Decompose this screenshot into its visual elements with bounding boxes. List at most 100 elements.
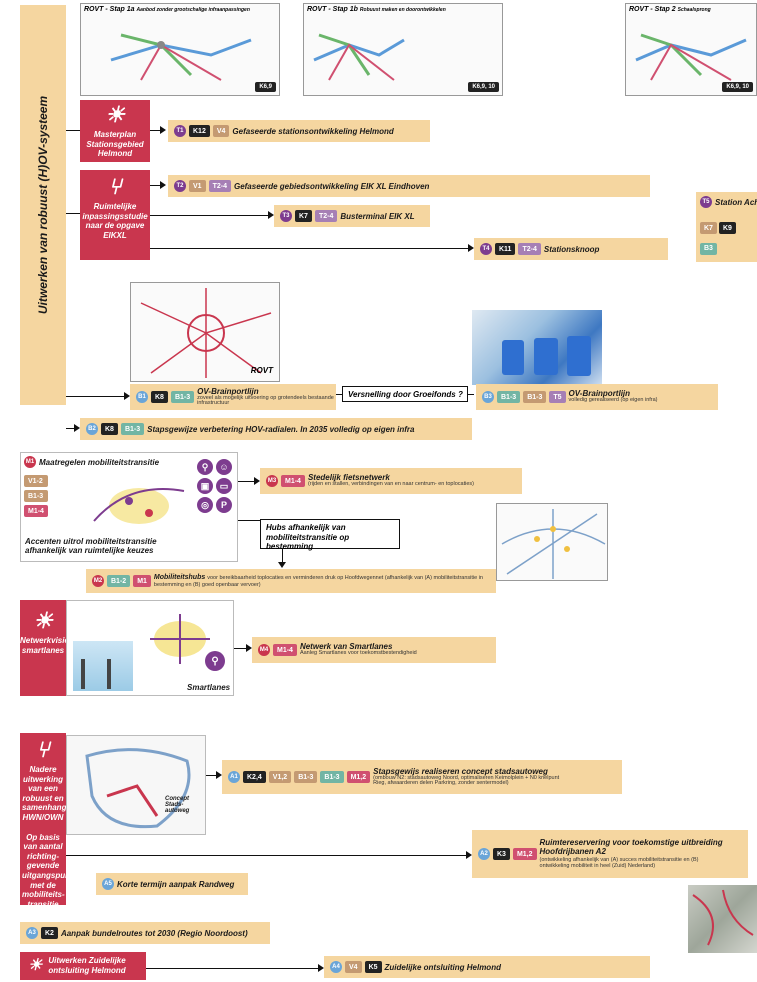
row-t5: T5 Station Ach K7 K9 B3 bbox=[696, 192, 757, 262]
arrow bbox=[254, 477, 260, 485]
rovt-network-map bbox=[140, 288, 272, 378]
rovt-map: ROVT bbox=[130, 282, 280, 382]
thumb-title: ROVT - Stap 1a bbox=[84, 6, 135, 13]
code-badge: T4 bbox=[480, 243, 492, 255]
connector bbox=[234, 648, 248, 649]
thumb-stap-2: ROVT - Stap 2 Schaalsprong K6,9, 10 bbox=[625, 3, 757, 96]
ref-tag: B1-3 bbox=[170, 391, 195, 403]
ref-tag: V1-2 bbox=[24, 475, 48, 487]
code-badge: T3 bbox=[280, 210, 292, 222]
hubs-box: Hubs afhankelijk van mobiliteitstransiti… bbox=[260, 519, 400, 552]
code-badge: M4 bbox=[258, 644, 270, 656]
ref-tag: K3 bbox=[493, 848, 510, 860]
hubs-label: Hubs afhankelijk van mobiliteitstransiti… bbox=[266, 523, 350, 552]
rovt-label: ROVT bbox=[250, 366, 273, 375]
nadere-box: ⑂ Nadere uitwerking van een robuust en s… bbox=[20, 733, 82, 928]
bike-icon: ⚲ bbox=[197, 459, 213, 475]
ref-tag: B1-2 bbox=[107, 575, 131, 587]
smartlanes-image: ⚲ Smartlanes bbox=[66, 600, 234, 696]
arrow bbox=[268, 211, 274, 219]
row-t3: T3 K7 T2-4 Busterminal EIK XL bbox=[274, 205, 430, 227]
connector bbox=[206, 775, 218, 776]
zuid-box: ☀ Uitwerken Zuidelijke ontsluiting Helmo… bbox=[20, 952, 146, 980]
row-text: OV-Brainportlijn bbox=[197, 386, 259, 396]
arrow bbox=[278, 562, 286, 568]
connector bbox=[150, 130, 164, 131]
ref-tag: V1 bbox=[189, 180, 206, 192]
mobility-title: Maatregelen mobiliteitstransitie bbox=[39, 457, 160, 467]
thumb-title: ROVT - Stap 2 bbox=[629, 6, 676, 13]
ref-tag: B1-3 bbox=[294, 771, 318, 783]
ref-tag: K5 bbox=[364, 961, 382, 973]
row-b2: B2 K8 B1-3 Stapsgewijze verbetering HOV-… bbox=[80, 418, 472, 440]
row-subtext: (rijden en stallen, verbindingen van en … bbox=[307, 481, 474, 488]
ref-tag: M1-4 bbox=[24, 505, 48, 517]
connector bbox=[282, 549, 283, 563]
inpassing-box: ⑂ Ruimtelijke inpassingsstudie naar de o… bbox=[80, 170, 150, 260]
ref-tag: V4 bbox=[212, 125, 230, 137]
thumb-stap-1a: ROVT - Stap 1a Aanbod zonder grootschali… bbox=[80, 3, 280, 96]
connector bbox=[238, 520, 260, 521]
row-text: Busterminal EIK XL bbox=[340, 211, 415, 221]
ref-tag: V1,2 bbox=[268, 771, 292, 783]
arrow bbox=[466, 851, 472, 859]
row-m2: M2 B1-2 M1 Mobiliteitshubs voor bereikba… bbox=[86, 569, 496, 593]
row-text: Gefaseerde stationsontwikkeling Helmond bbox=[232, 126, 394, 136]
mobility-map bbox=[93, 488, 185, 524]
code-badge: A3 bbox=[26, 927, 38, 939]
concept-map-drawing bbox=[85, 748, 191, 829]
arrow bbox=[160, 181, 166, 189]
car-icon: ▭ bbox=[216, 478, 232, 494]
row-text: Netwerk van Smartlanes bbox=[299, 642, 393, 652]
ref-tag: B1-3 bbox=[523, 391, 547, 403]
row-text: Ruimtereservering voor toekomstige uitbr… bbox=[539, 838, 723, 856]
thumb-title: ROVT - Stap 1b bbox=[307, 6, 358, 13]
thumb-badge: K6,9, 10 bbox=[468, 82, 499, 92]
netwerkvisie-label: Netwerkvisie smartlanes bbox=[20, 636, 69, 655]
city-map bbox=[496, 503, 608, 581]
nadere-label: Nadere uitwerking van een robuust en sam… bbox=[22, 765, 81, 822]
split-arrow-icon: ⑂ bbox=[108, 174, 122, 199]
versnelling-label: Versnelling door Groeifonds ? bbox=[348, 390, 463, 399]
thumb-subtitle: Robuust maken en doorontwikkelen bbox=[359, 7, 446, 13]
bus-icon: ▣ bbox=[197, 478, 213, 494]
arrow bbox=[468, 244, 474, 252]
netwerkvisie-box: ☀ Netwerkvisie smartlanes bbox=[20, 600, 69, 696]
row-text: Gefaseerde gebiedsontwikkeling EIK XL Ei… bbox=[233, 181, 430, 191]
thumb-stap-1b: ROVT - Stap 1b Robuust maken en doorontw… bbox=[303, 3, 503, 96]
lightbulb-icon: ☀ bbox=[28, 957, 43, 975]
thumb-subtitle: Aanbod zonder grootschalige infraanpassi… bbox=[136, 7, 250, 13]
connector bbox=[66, 396, 126, 397]
concept-map: Concept Stads-autoweg bbox=[66, 735, 206, 835]
row-t1: T1 K12 V4 Gefaseerde stationsontwikkelin… bbox=[168, 120, 430, 142]
side-title: Uitwerken van robuust (H)OV-systeem bbox=[36, 95, 50, 315]
row-text: Zuidelijke ontsluiting Helmond bbox=[384, 962, 501, 972]
ref-tag: T2-4 bbox=[314, 210, 338, 222]
connector bbox=[66, 213, 80, 214]
ref-tag: V4 bbox=[345, 961, 362, 973]
code-badge: T5 bbox=[700, 196, 712, 208]
row-subtext: (ombouw N2: stadsautoweg Noord, optimali… bbox=[373, 774, 560, 786]
split-arrow-icon: ⑂ bbox=[36, 737, 50, 762]
bike-icon: ⚲ bbox=[205, 651, 225, 671]
row-a2: A2 K3 M1,2 Ruimtereservering voor toekom… bbox=[472, 830, 748, 878]
parking-icon: P bbox=[216, 497, 232, 513]
connector bbox=[66, 130, 80, 131]
arrow bbox=[216, 771, 222, 779]
ref-tag: T2-4 bbox=[208, 180, 231, 192]
ref-tag: K7 bbox=[700, 222, 717, 234]
arrow bbox=[160, 126, 166, 134]
masterplan-box: ☀ Masterplan Stationsgebied Helmond bbox=[80, 100, 150, 162]
row-subtext: voor bereikbaarheid toplocaties en vermi… bbox=[153, 574, 483, 588]
lightbulb-icon: ☀ bbox=[105, 102, 125, 127]
nadere-sublabel: Op basis van aantal richting-gevende uit… bbox=[22, 832, 82, 928]
smartlanes-label: Smartlanes bbox=[187, 683, 231, 692]
code-badge: B3 bbox=[482, 391, 494, 403]
row-text: Aanpak bundelroutes tot 2030 (Regio Noor… bbox=[60, 928, 248, 938]
ref-tag: B1-3 bbox=[497, 391, 521, 403]
code-badge: A5 bbox=[102, 878, 114, 890]
bus-interior-photo bbox=[472, 310, 602, 385]
